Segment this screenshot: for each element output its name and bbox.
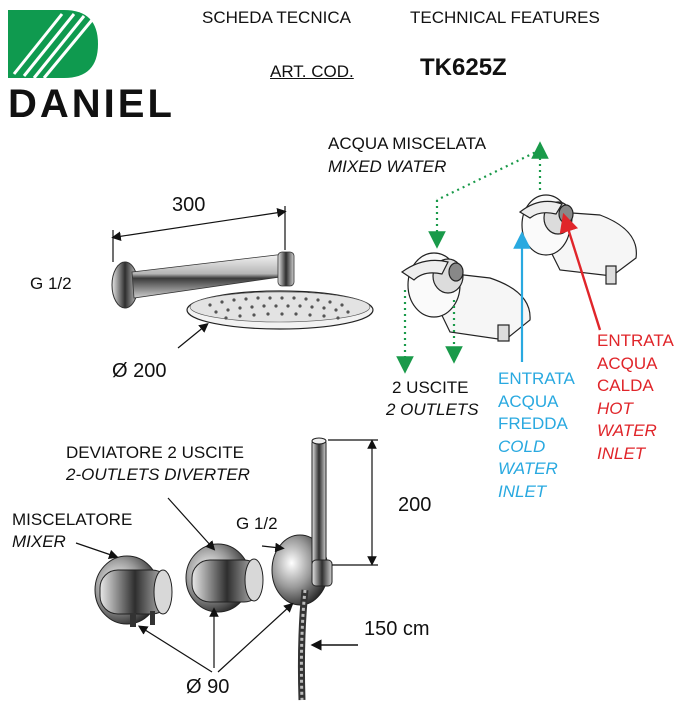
diverter-knob-drawing [185,543,264,613]
cold-inlet-line: INLET [498,481,547,501]
arm-length-dimension [111,206,287,262]
hand-shower-height-label: 200 [398,494,432,516]
hot-inlet-arrow [559,212,602,331]
title-italian: SCHEDA TECNICA [202,8,351,27]
hand-shower-height-dimension [328,439,378,566]
hot-inlet-line: ENTRATA [597,331,674,350]
diverter-label-it: DEVIATORE 2 USCITE [66,443,244,462]
daniel-logo-mark [8,10,98,79]
mixer-label-it: MISCELATORE [12,510,133,529]
hot-inlet-line: HOT [597,398,633,418]
arm-length-label: 300 [172,194,206,216]
cold-inlet-line: COLD [498,436,546,456]
mixed-water-label-en: MIXED WATER [328,157,447,176]
cold-inlet-line: ENTRATA [498,369,575,388]
cold-inlet-line: WATER [498,459,558,478]
valve-body-drawing [400,194,637,342]
cold-inlet-line: ACQUA [498,391,559,411]
hand-shower-drawing [271,437,333,701]
mixer-knob-drawing [94,555,173,627]
cold-inlet-label: ENTRATA ACQUA FREDDA COLD WATER INLET [498,368,575,503]
plate-diameter-label: Ø 90 [186,676,230,698]
hot-inlet-line: WATER [597,421,657,440]
shower-thread-label: G 1/2 [30,274,72,293]
article-code-value: TK625Z [420,54,507,81]
outlets-label-en: 2 OUTLETS [386,400,479,419]
outlets-label-it: 2 USCITE [392,378,469,397]
cold-inlet-line: FREDDA [498,414,568,433]
diverter-label-en: 2-OUTLETS DIVERTER [66,465,250,484]
hot-inlet-line: CALDA [597,376,654,395]
hot-inlet-label: ENTRATA ACQUA CALDA HOT WATER INLET [597,330,674,465]
hose-length-label: 150 cm [364,618,430,640]
mixed-water-label-it: ACQUA MISCELATA [328,134,487,153]
shower-diameter-label: Ø 200 [112,360,167,382]
control-leaders [75,497,294,673]
shower-head-drawing [111,251,374,330]
title-english: TECHNICAL FEATURES [410,8,600,27]
brand-wordmark: DANIEL [8,82,175,126]
diameter-leader [177,322,209,349]
article-code-label: ART. COD. [270,62,354,81]
hot-inlet-line: ACQUA [597,353,658,373]
outlet-thread-label: G 1/2 [236,514,278,533]
mixed-water-arrows [396,141,549,374]
mixer-label-en: MIXER [12,532,66,551]
hot-inlet-line: INLET [597,443,646,463]
